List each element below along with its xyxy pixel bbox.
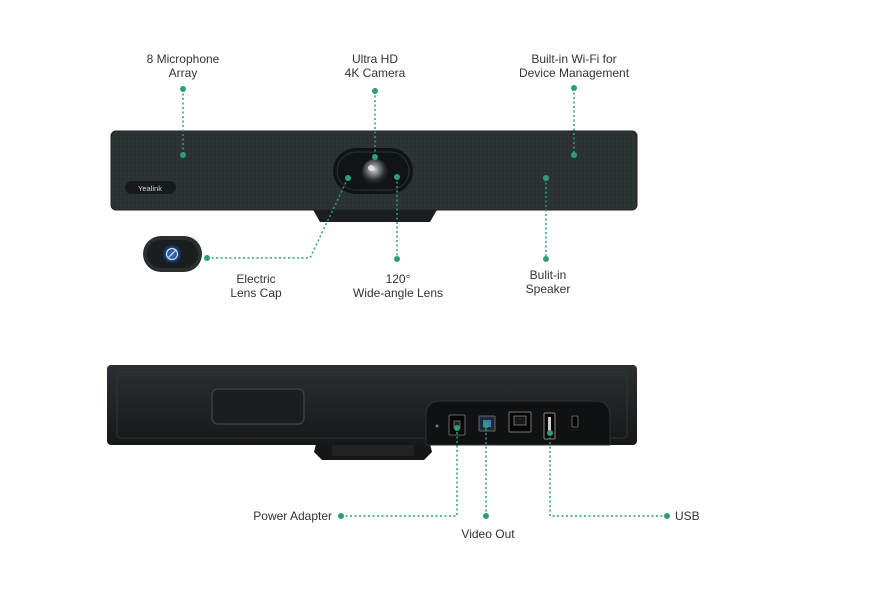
security-slot [571,415,579,428]
brand-badge [125,181,176,194]
label-speaker: Bulit-in Speaker [525,268,571,296]
label-camera: Ultra HD 4K Camera [344,52,406,80]
camera-lens [362,159,388,185]
callout-dots [180,85,670,519]
callout-lines [182,88,667,517]
rear-device [107,365,637,460]
label-microphone-array: 8 Microphone Array [146,52,220,80]
front-device: Yealink [110,130,638,222]
label-video-out: Video Out [461,527,515,541]
rear-panel-cover [211,388,305,425]
label-usb: USB [675,509,700,523]
brand-logo: Yealink [138,184,162,193]
lens-cap-illustration [143,236,202,272]
label-lens-cap: Electric Lens Cap [230,272,282,300]
front-stand [312,208,438,222]
label-wide-angle-lens: 120° Wide-angle Lens [352,272,444,300]
label-wifi: Built-in Wi-Fi for Device Management [518,52,630,80]
label-power-adapter: Power Adapter [253,509,332,523]
